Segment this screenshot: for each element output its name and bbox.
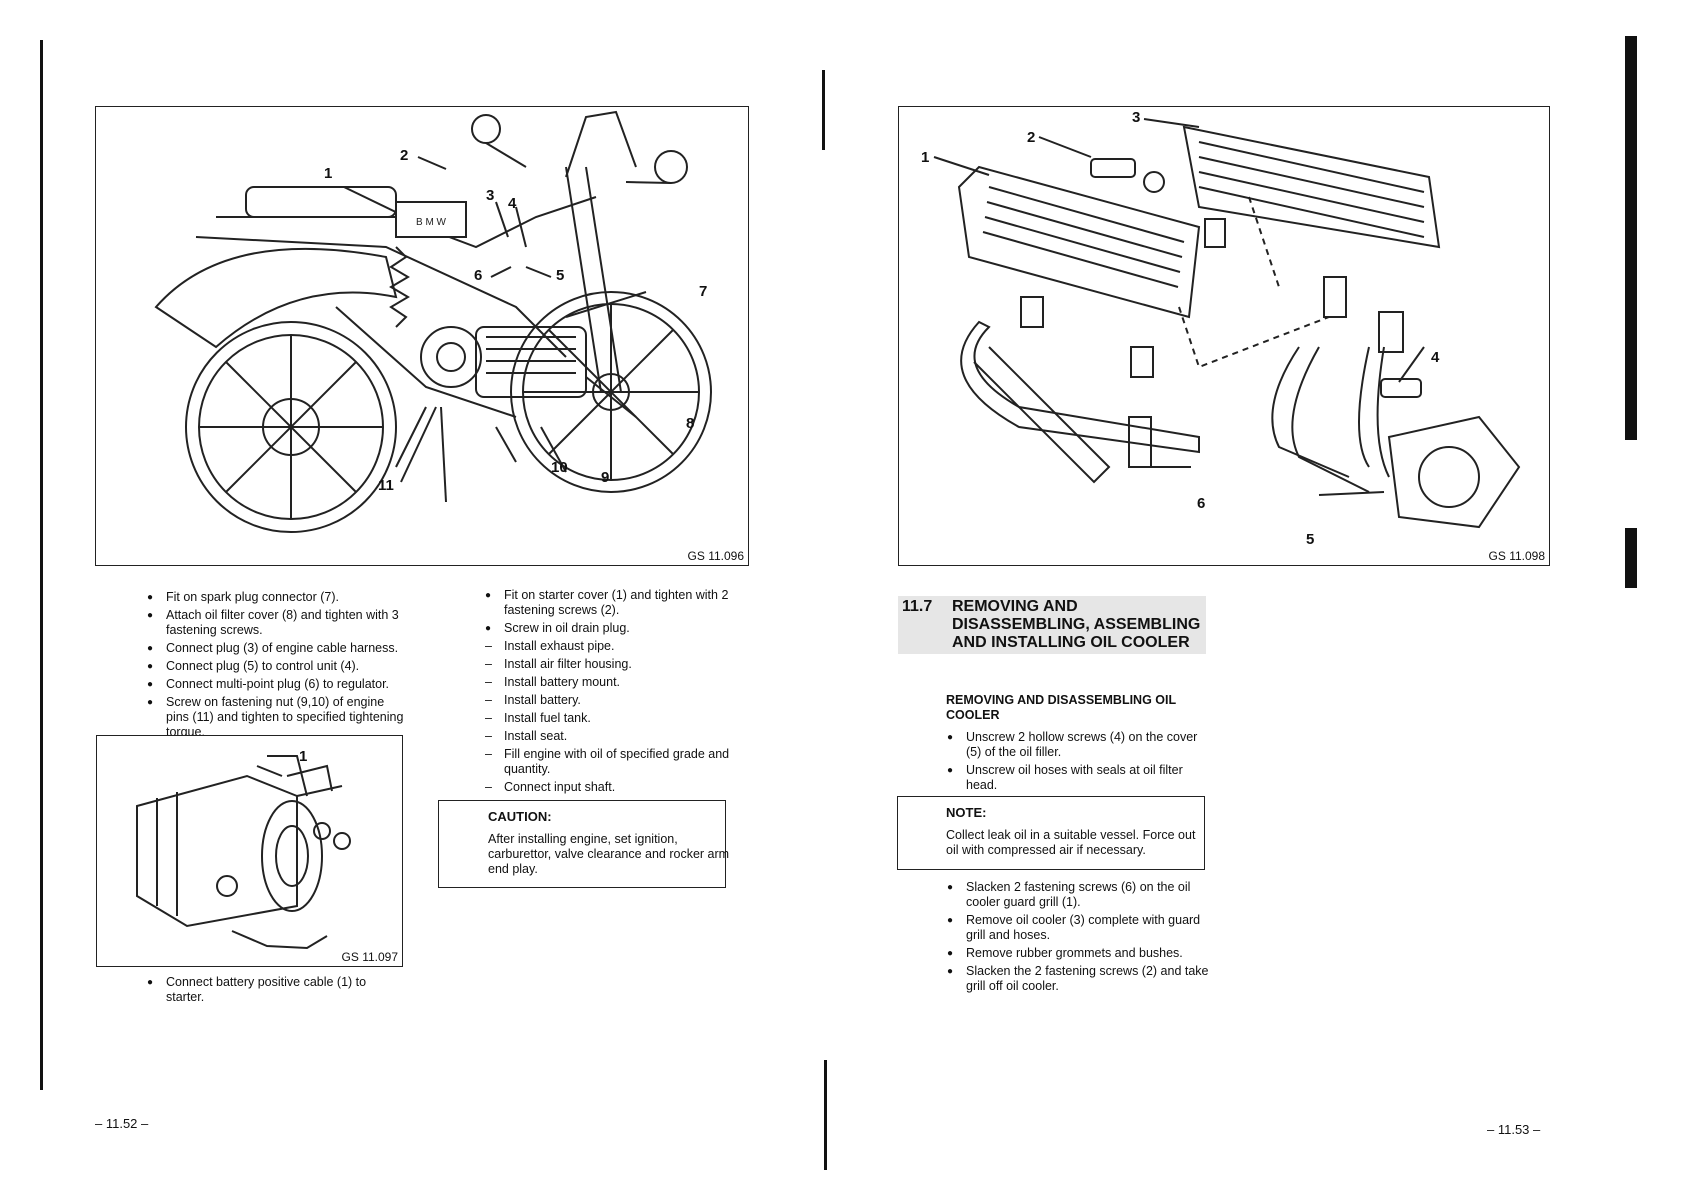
steps-list-right-2: Slacken 2 fastening screws (6) on the oi…	[945, 880, 1213, 997]
callout-11: 11	[378, 477, 394, 494]
section-heading: 11.7 REMOVING AND DISASSEMBLING, ASSEMBL…	[898, 596, 1206, 654]
callout-2: 2	[400, 147, 409, 164]
list-item: Remove rubber grommets and bushes.	[945, 946, 1213, 961]
callout-10: 10	[551, 459, 568, 476]
list-item: Remove oil cooler (3) complete with guar…	[945, 913, 1213, 943]
figure-oil-cooler: 1 2 3 4 5 6 GS 11.098	[898, 106, 1550, 566]
right-edge-tab-small	[1625, 528, 1637, 588]
callout-8: 8	[686, 415, 695, 432]
page-number-right: – 11.53 –	[1487, 1122, 1541, 1137]
section-title-text: REMOVING AND DISASSEMBLING, ASSEMBLING A…	[952, 598, 1201, 651]
figure-motorcycle-engine: B M W 1 2 3 4 5 6 7 8 9 10 11 GS 11.096	[95, 106, 749, 566]
subheading: REMOVING AND DISASSEMBLING OIL COOLER	[946, 693, 1176, 722]
left-edge-mark	[40, 40, 43, 1090]
figure-code: GS 11.097	[341, 950, 398, 964]
list-item: Install battery.	[483, 693, 751, 708]
list-item: Install seat.	[483, 729, 751, 744]
callout-6: 6	[474, 267, 483, 284]
list-item: Unscrew oil hoses with seals at oil filt…	[945, 763, 1213, 793]
list-item: Fill engine with oil of specified grade …	[483, 747, 751, 777]
steps-list-left-1: Fit on spark plug connector (7). Attach o…	[145, 590, 407, 743]
list-item: Install air filter housing.	[483, 657, 751, 672]
figure-code: GS 11.098	[1488, 549, 1545, 563]
section-number: 11.7	[902, 598, 933, 615]
list-item: Slacken 2 fastening screws (6) on the oi…	[945, 880, 1213, 910]
steps-list-left-2: Connect battery positive cable (1) to st…	[145, 975, 407, 1008]
list-item: Connect plug (5) to control unit (4).	[145, 659, 407, 674]
list-item: Install exhaust pipe.	[483, 639, 751, 654]
list-item: Screw in oil drain plug.	[483, 621, 751, 636]
list-item: Connect multi-point plug (6) to regulato…	[145, 677, 407, 692]
caution-text: After installing engine, set ignition, c…	[488, 832, 730, 876]
note-text: Collect leak oil in a suitable vessel. F…	[946, 828, 1196, 857]
page-number-left: – 11.52 –	[95, 1116, 149, 1131]
callout-4: 4	[508, 195, 517, 212]
callout-1: 1	[324, 165, 333, 182]
center-fold-mark	[822, 70, 825, 150]
callout-1: 1	[299, 748, 308, 765]
steps-list-left-3: Fit on starter cover (1) and tighten wit…	[483, 588, 751, 798]
caution-heading: CAUTION:	[488, 809, 552, 824]
list-item: Attach oil filter cover (8) and tighten …	[145, 608, 407, 638]
callout-7: 7	[699, 283, 708, 300]
callout-3: 3	[486, 187, 495, 204]
callout-3: 3	[1132, 109, 1141, 126]
note-box: NOTE: Collect leak oil in a suitable ves…	[897, 796, 1205, 870]
callout-4: 4	[1431, 349, 1440, 366]
caution-box: CAUTION: After installing engine, set ig…	[438, 800, 729, 888]
oil-cooler-illustration	[933, 118, 1521, 529]
right-edge-tab	[1625, 36, 1637, 440]
motorcycle-illustration: B M W	[154, 110, 712, 533]
callout-1: 1	[921, 149, 930, 166]
callout-5: 5	[556, 267, 565, 284]
callout-6: 6	[1197, 495, 1206, 512]
list-item: Fit on spark plug connector (7).	[145, 590, 407, 605]
list-item: Install fuel tank.	[483, 711, 751, 726]
steps-list-right-1: Unscrew 2 hollow screws (4) on the cover…	[945, 730, 1213, 796]
callout-5: 5	[1306, 531, 1315, 548]
list-item: Unscrew 2 hollow screws (4) on the cover…	[945, 730, 1213, 760]
center-fold-mark-lower	[824, 1060, 827, 1170]
list-item: Connect input shaft.	[483, 780, 751, 795]
list-item: Connect plug (3) of engine cable harness…	[145, 641, 407, 656]
list-item: Slacken the 2 fastening screws (2) and t…	[945, 964, 1213, 994]
note-heading: NOTE:	[946, 805, 987, 820]
list-item: Install battery mount.	[483, 675, 751, 690]
figure-code: GS 11.096	[687, 549, 744, 563]
list-item: Screw on fastening nut (9,10) of engine …	[145, 695, 407, 740]
callout-9: 9	[601, 469, 610, 486]
callout-2: 2	[1027, 129, 1036, 146]
figure-starter: 1 GS 11.097	[96, 735, 403, 967]
starter-illustration	[136, 755, 351, 950]
list-item: Fit on starter cover (1) and tighten wit…	[483, 588, 751, 618]
svg-text:B M W: B M W	[416, 217, 447, 228]
list-item: Connect battery positive cable (1) to st…	[145, 975, 407, 1005]
